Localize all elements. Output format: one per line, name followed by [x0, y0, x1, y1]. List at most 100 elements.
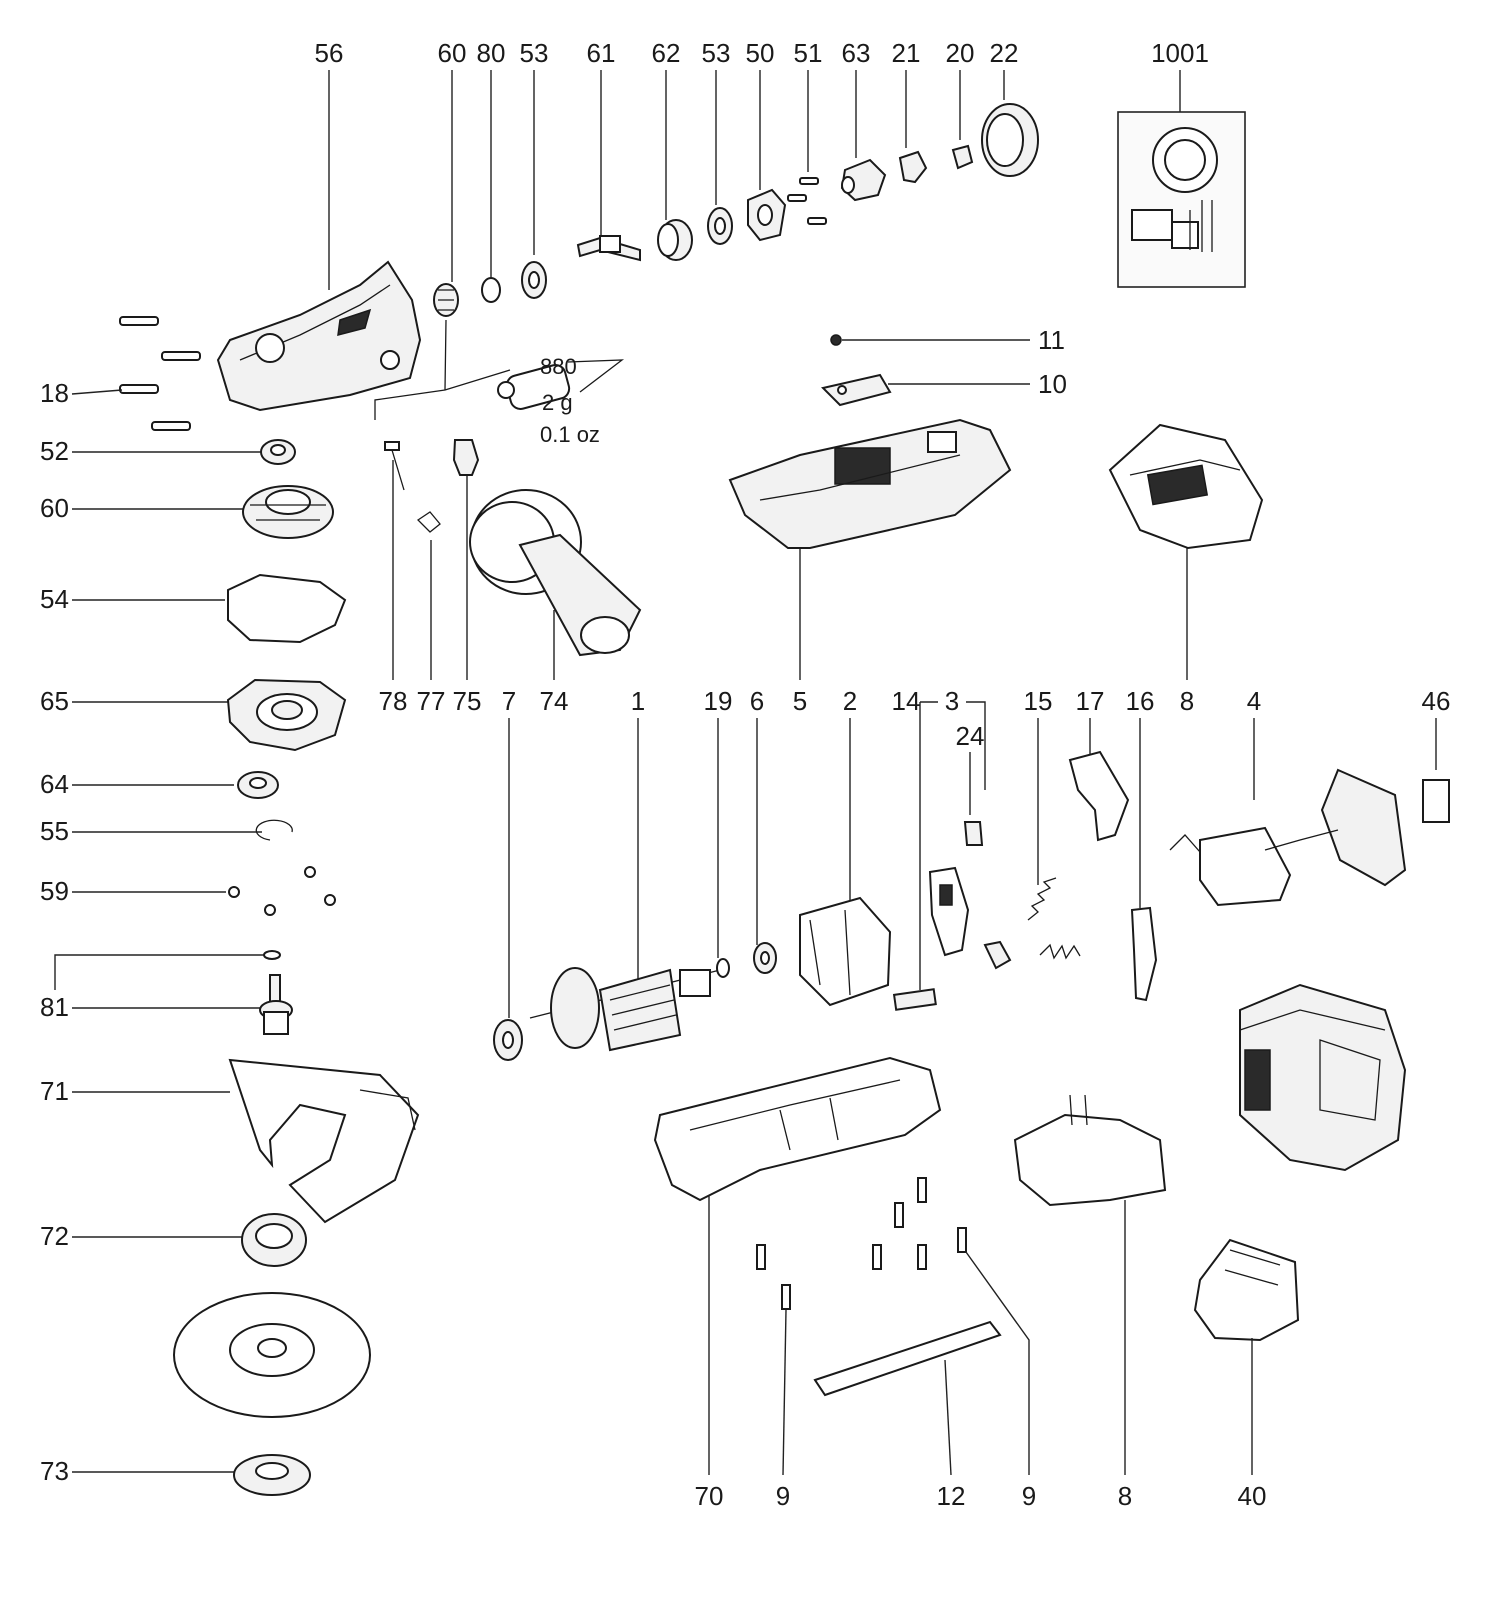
label-14: 14 — [892, 686, 921, 716]
label-1001: 1001 — [1151, 38, 1209, 68]
gear-housing-56 — [216, 260, 422, 412]
label-22: 22 — [990, 38, 1019, 68]
cover-strip-12 — [813, 1320, 1002, 1397]
bearing-53b — [707, 207, 733, 245]
battery-adapter-base-8 — [1013, 1094, 1167, 1207]
nameplate-10: 10 — [821, 369, 1067, 407]
middle-leaders — [392, 460, 1437, 1018]
label-59: 59 — [40, 876, 69, 906]
armature-1 — [529, 967, 721, 1052]
label-40: 40 — [1238, 1481, 1267, 1511]
bearing-64 — [237, 771, 279, 799]
top-leaders — [328, 70, 1181, 290]
label-15: 15 — [1024, 686, 1053, 716]
bearing-7 — [493, 1019, 523, 1061]
label-9a: 9 — [776, 1481, 790, 1511]
label-5: 5 — [793, 686, 807, 716]
wiring-inset-1001 — [1117, 111, 1246, 288]
label-7-top: 7 — [502, 686, 516, 716]
label-60-top: 60 — [438, 38, 467, 68]
shaft-61 — [576, 235, 641, 262]
screw-11: 11 — [830, 325, 1065, 355]
grease-tube: 880 2 g 0.1 oz — [374, 319, 625, 447]
label-51: 51 — [794, 38, 823, 68]
label-65: 65 — [40, 686, 69, 716]
washer-19 — [716, 958, 730, 978]
locking-knob-63 — [840, 158, 887, 202]
button-20 — [951, 144, 974, 170]
battery-adapter-cover-8 — [1108, 423, 1264, 550]
label-56: 56 — [315, 38, 344, 68]
bushing-75 — [452, 439, 480, 476]
label-8-top: 8 — [1180, 686, 1194, 716]
screws-59 — [228, 866, 336, 916]
grease-code: 880 — [540, 354, 577, 379]
label-1: 1 — [631, 686, 645, 716]
label-4: 4 — [1247, 686, 1261, 716]
label-74: 74 — [540, 686, 569, 716]
label-53a: 53 — [520, 38, 549, 68]
label-18: 18 — [40, 378, 69, 408]
label-12: 12 — [937, 1481, 966, 1511]
label-2: 2 — [843, 686, 857, 716]
brush-14 — [892, 988, 937, 1011]
motor-housing-upper-5 — [728, 418, 1012, 549]
brush-clip — [983, 940, 1012, 970]
springs-15 — [1027, 877, 1081, 960]
pinion-60 — [433, 283, 459, 317]
label-11: 11 — [1038, 325, 1065, 355]
label-81: 81 — [40, 992, 69, 1022]
grease-amount-g: 2 g — [542, 390, 573, 415]
label-3: 3 — [945, 686, 959, 716]
grease-amount-oz: 0.1 oz — [540, 422, 600, 447]
bracket-17 — [1068, 750, 1130, 842]
cover-22 — [981, 103, 1039, 177]
label-52: 52 — [40, 436, 69, 466]
label-21: 21 — [892, 38, 921, 68]
wheel-guard-71 — [228, 1058, 420, 1224]
inner-flange-72 — [241, 1213, 307, 1267]
top-row-labels: 56 60 80 53 61 62 53 50 51 63 21 20 22 1… — [315, 38, 1209, 68]
label-75: 75 — [453, 686, 482, 716]
screws-51 — [787, 177, 827, 225]
electronics-module-4 — [1169, 768, 1407, 907]
spindle — [259, 974, 293, 1035]
side-handle-74 — [469, 489, 642, 657]
battery-pack — [1239, 983, 1407, 1172]
bottom-leaders — [708, 1195, 1253, 1476]
label-63: 63 — [842, 38, 871, 68]
label-70: 70 — [695, 1481, 724, 1511]
washer-80 — [481, 277, 501, 303]
stator-2 — [799, 896, 892, 1007]
label-50: 50 — [746, 38, 775, 68]
label-20: 20 — [946, 38, 975, 68]
label-8-bottom: 8 — [1118, 1481, 1132, 1511]
label-sticker-46 — [1422, 779, 1450, 823]
label-16: 16 — [1126, 686, 1155, 716]
label-6: 6 — [750, 686, 764, 716]
circlip-55 — [255, 819, 293, 841]
spring-clip-21 — [898, 150, 928, 184]
label-61: 61 — [587, 38, 616, 68]
label-19: 19 — [704, 686, 733, 716]
o-ring-81 — [263, 950, 281, 960]
grinding-disc — [173, 1292, 371, 1418]
bearing-52 — [260, 439, 296, 465]
pin-78 — [384, 441, 405, 491]
label-72: 72 — [40, 1221, 69, 1251]
label-60-left: 60 — [40, 493, 69, 523]
bevel-gear-60 — [242, 485, 334, 539]
gasket-54 — [227, 573, 347, 644]
label-24: 24 — [956, 721, 985, 751]
bearing-6 — [753, 942, 777, 974]
screws-18 — [119, 316, 201, 431]
label-54: 54 — [40, 584, 69, 614]
label-73: 73 — [40, 1456, 69, 1486]
label-53b: 53 — [702, 38, 731, 68]
bearing-flange-65 — [226, 678, 347, 752]
label-62: 62 — [652, 38, 681, 68]
bottom-labels: 70 9 12 9 8 40 — [695, 1481, 1267, 1511]
label-10: 10 — [1038, 369, 1067, 399]
motor-housing-lower-70 — [653, 1056, 942, 1202]
